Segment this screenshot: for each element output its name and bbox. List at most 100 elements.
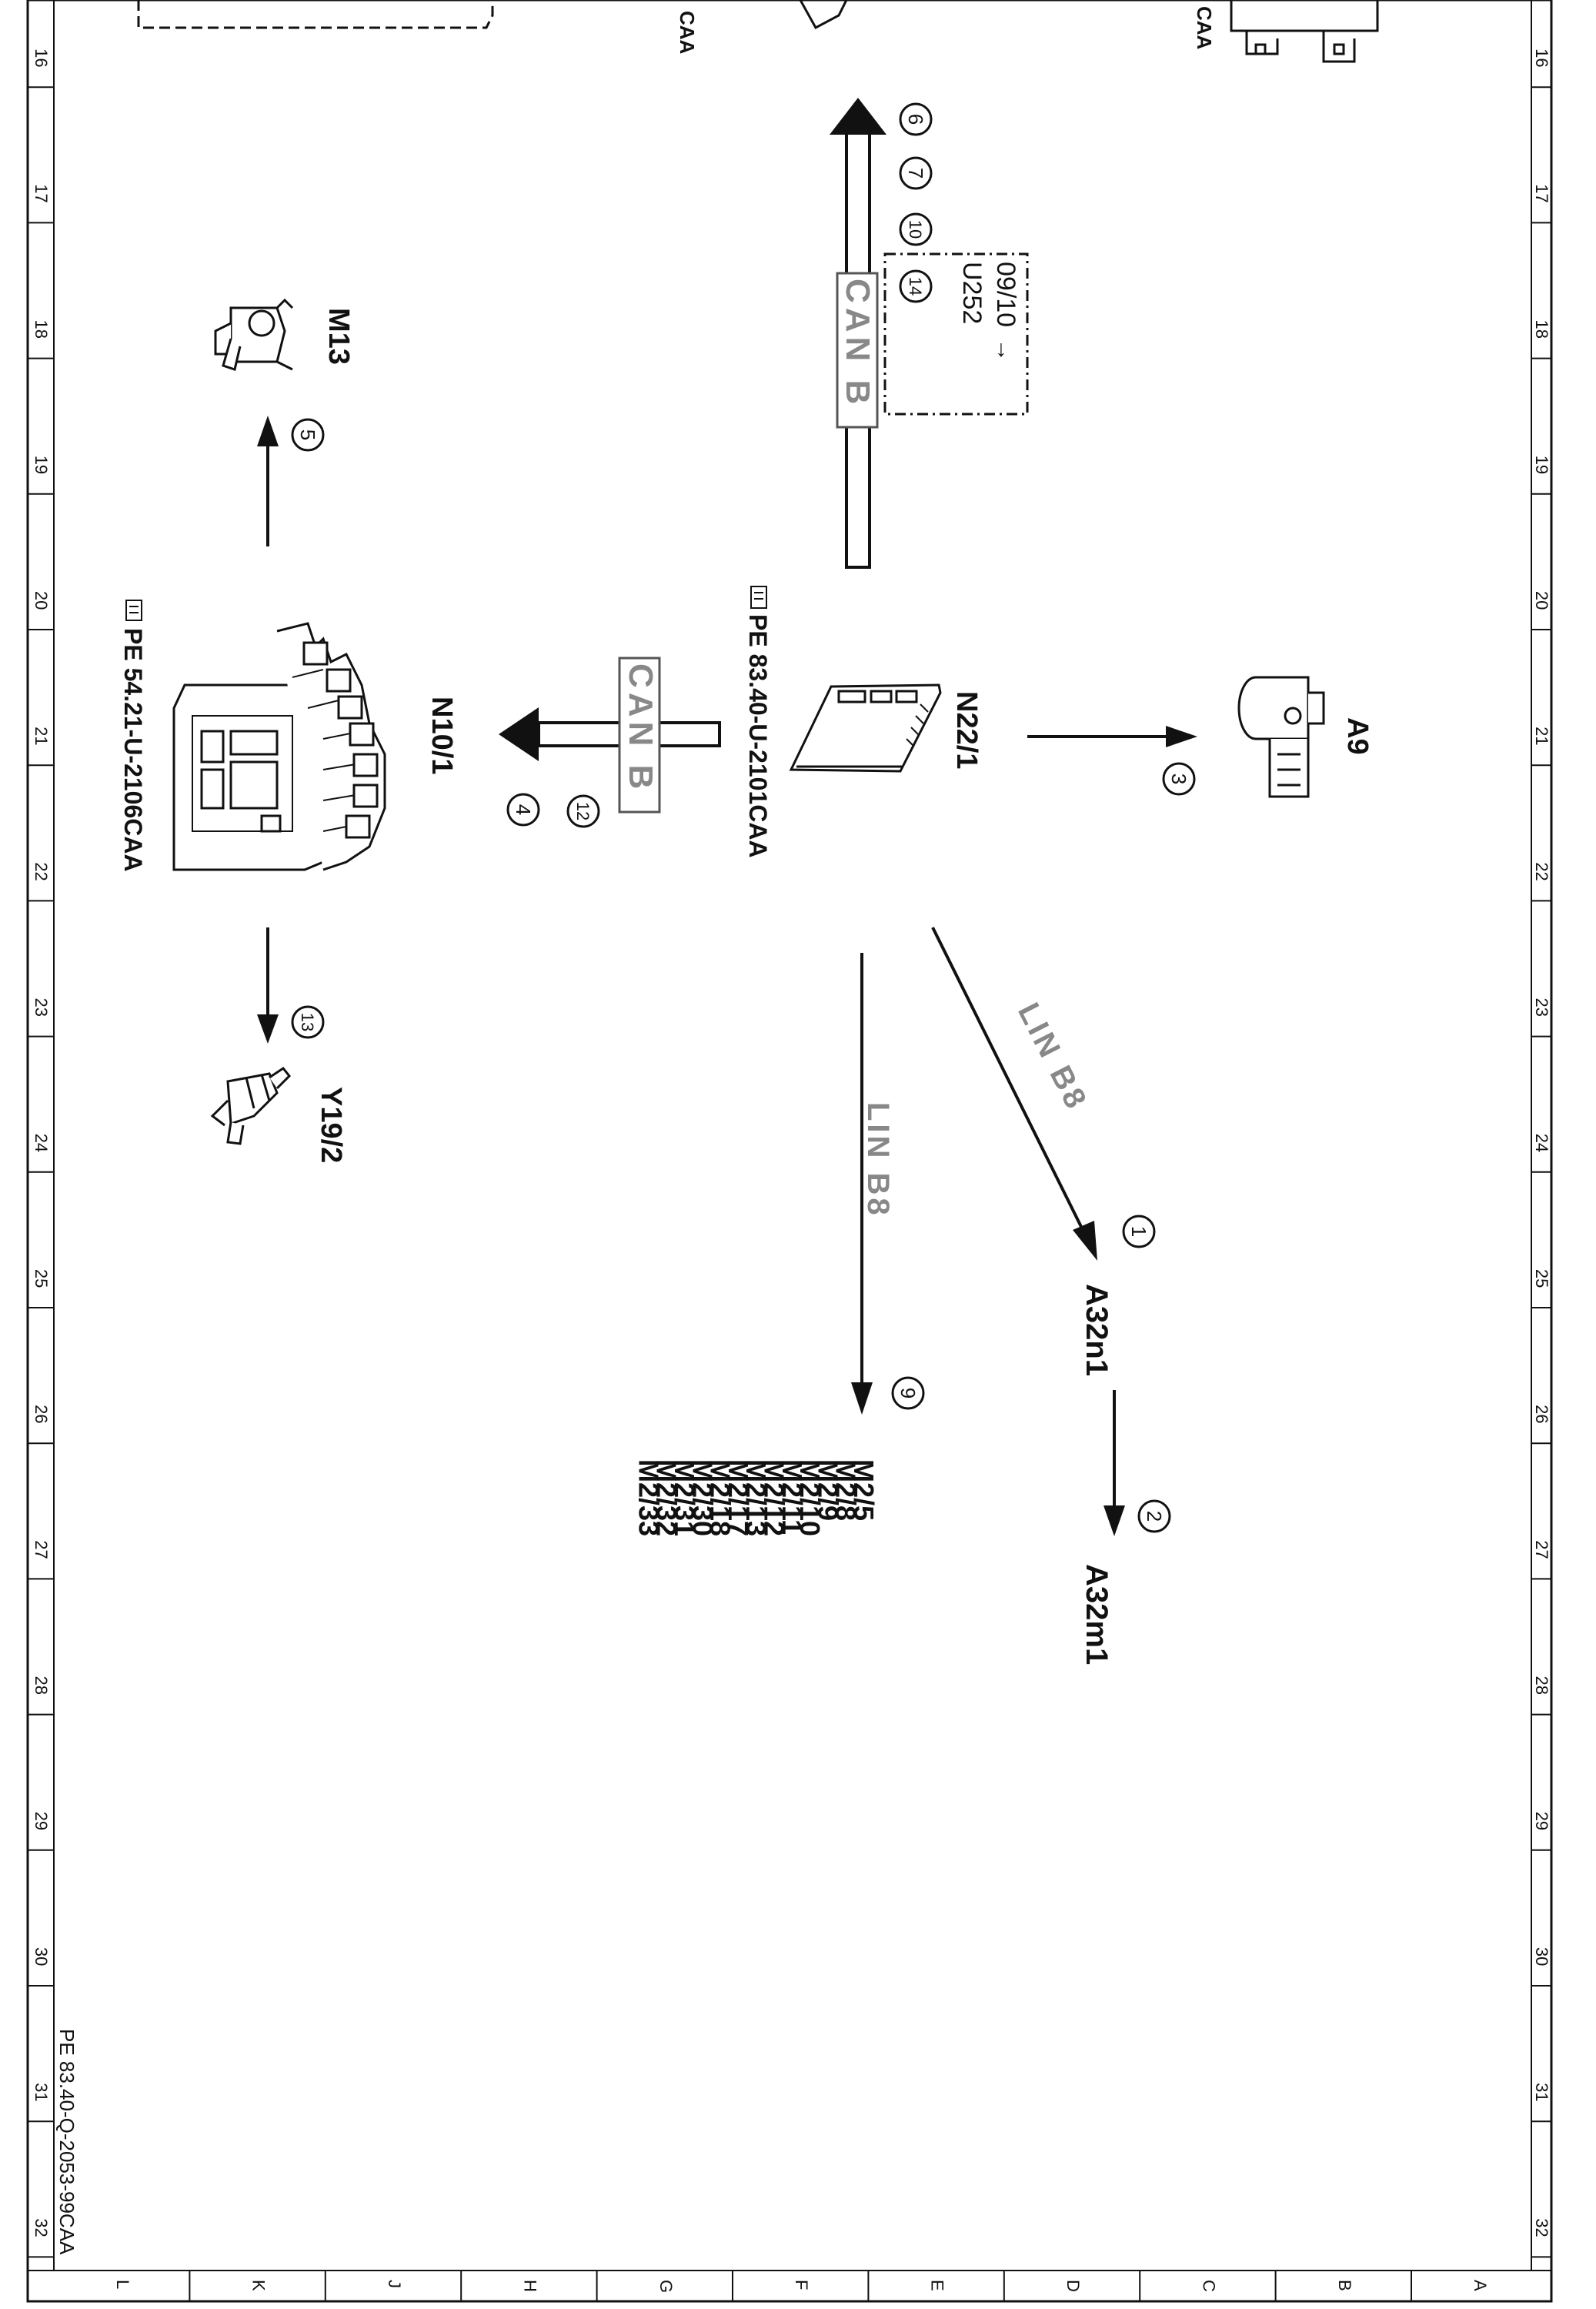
row-number: 22 [1532,862,1551,880]
row-number: 29 [1532,1812,1551,1830]
circle-1: 1 [1122,1215,1156,1248]
caa-left-label: CAA [676,11,699,55]
y19-2-component [210,1066,292,1145]
arrow-to-y19-2 [257,927,279,1044]
m2-item: M2/5 [848,1459,880,1521]
can-b-top-label: CAN B [839,279,876,409]
row-number: 18 [1532,320,1551,339]
circle-12-text: 12 [573,802,593,820]
circle-9: 9 [891,1376,925,1410]
row-number: 28 [32,1676,51,1695]
m2-component-list: M2/5M2/8M2/9M2/10M2/11M2/12M2/13M2/17M2/… [633,1459,880,1536]
pe-n22-icon [750,586,767,609]
m2-item: M2/31 [669,1459,700,1536]
row-number: 32 [1532,2218,1551,2237]
row-number: 19 [1532,456,1551,474]
row-number: 17 [1532,184,1551,202]
lin-b8-diagonal-label: LIN B8 [1011,997,1094,1116]
pe-n22-label: PE 83.40-U-2101CAA [744,614,772,858]
row-number: 23 [1532,998,1551,1017]
circle-10: 10 [899,212,933,246]
col-letter: L [113,2280,132,2289]
lin-b8-diagonal [931,927,1097,1261]
m2-item: M2/18 [705,1459,736,1536]
row-number: 19 [32,456,51,474]
pe-n10-icon [125,600,142,621]
col-letter: K [249,2280,269,2291]
ref-arrow: → [992,339,1017,362]
row-number: 24 [32,1134,51,1152]
circle-10-text: 10 [906,220,925,239]
row-number: 18 [32,320,51,339]
col-letter: G [656,2280,676,2293]
a9-component [1237,676,1325,798]
row-ticks [28,86,1551,2258]
m2-item: M2/30 [686,1459,718,1536]
circle-12: 12 [566,794,600,828]
m2-item: M2/8 [830,1459,862,1521]
circle-13: 13 [291,1005,325,1039]
n10-1-label: N10/1 [426,697,458,774]
row-number: 20 [32,591,51,610]
row-number: 26 [1532,1405,1551,1423]
col-ticks [189,2271,1412,2301]
n22-1-label: N22/1 [950,691,983,769]
n22-1-module [789,683,942,773]
row-number: 20 [1532,591,1551,610]
m2-item: M2/9 [812,1459,843,1521]
row-number: 31 [1532,2083,1551,2101]
circle-13-text: 13 [298,1013,317,1031]
row-number: 17 [32,184,51,202]
row-number: 27 [32,1540,51,1559]
m2-item: M2/10 [794,1459,826,1536]
row-number: 24 [1532,1134,1551,1152]
circle-7-text: 7 [904,168,927,179]
row-number: 32 [32,2218,51,2237]
col-letter: H [520,2280,539,2292]
row-number: 16 [1532,48,1551,67]
row-number: 27 [1532,1540,1551,1559]
row-number: 22 [32,862,51,880]
m2-item: M2/33 [633,1459,664,1536]
u252-label: U252 [957,262,987,324]
circle-7: 7 [899,156,933,190]
row-number: 29 [32,1812,51,1830]
m2-item: M2/17 [723,1459,754,1536]
row-number: 21 [1532,727,1551,745]
row-number: 28 [1532,1676,1551,1695]
top-partial-elements [137,0,1379,63]
frame [26,0,1553,2303]
row-number: 25 [1532,1269,1551,1288]
col-letter: C [1199,2280,1218,2292]
circle-14-text: 14 [906,277,925,296]
ref-0910-label: 09/10 [991,262,1020,327]
circle-4: 4 [506,793,540,827]
footer-reference: PE 83.40-Q-2053-99CAA [55,2029,78,2255]
col-letter: J [385,2280,404,2288]
circle-3-text: 3 [1167,774,1190,784]
n10-1-module [172,622,386,871]
a32n1-label: A32n1 [1080,1284,1114,1376]
col-letter: A [1471,2280,1490,2291]
col-letter: F [792,2280,811,2290]
m2-item: M2/11 [776,1459,808,1535]
col-letter: B [1335,2280,1354,2291]
u252-reference-box [883,252,1029,416]
m13-component [214,298,294,371]
row-number: 21 [32,727,51,745]
a32m1-label: A32m1 [1080,1564,1114,1665]
circle-6-text: 6 [904,114,927,125]
row-number: 30 [32,1947,51,1966]
row-number: 31 [32,2083,51,2101]
a9-label: A9 [1341,717,1374,755]
row-number: 16 [32,48,51,67]
circle-1-text: 1 [1127,1226,1150,1237]
row-number: 25 [32,1269,51,1288]
lin-b8-vertical [851,953,873,1415]
col-letter: E [928,2280,947,2291]
circle-4-text: 4 [512,804,535,815]
m13-label: M13 [322,308,355,365]
